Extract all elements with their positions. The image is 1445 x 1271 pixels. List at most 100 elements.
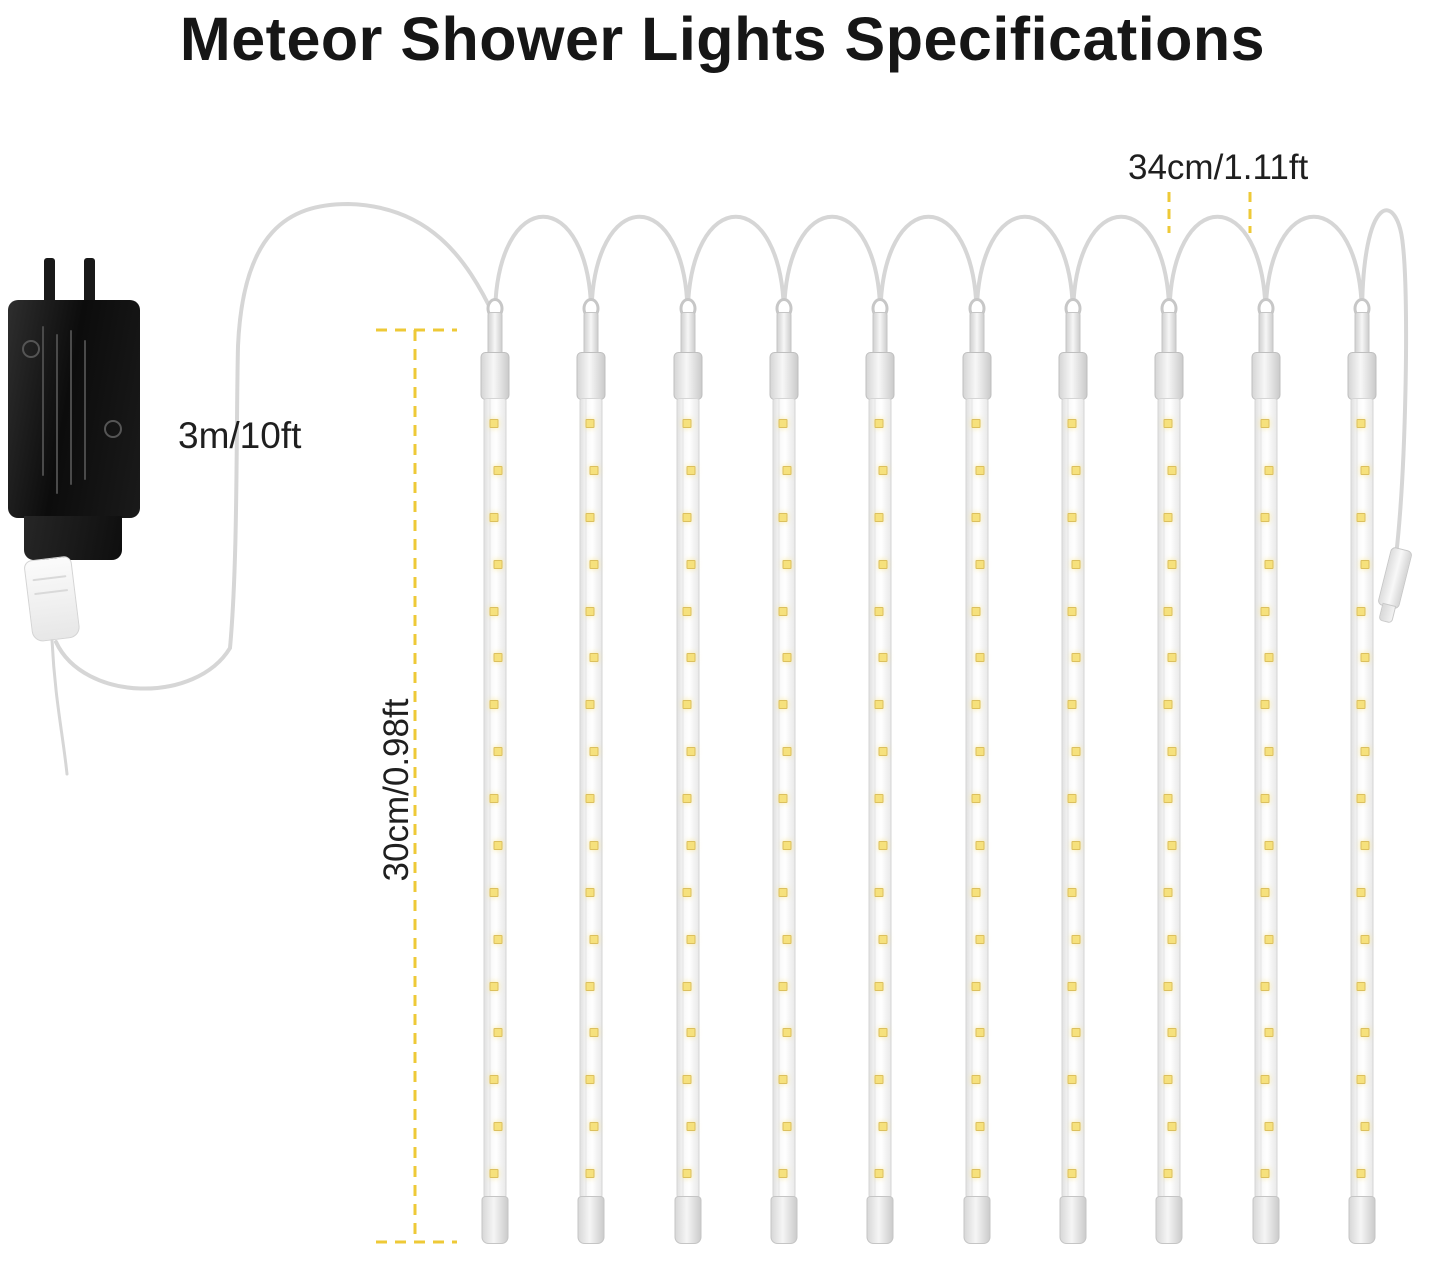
tube-cap-bottom bbox=[770, 1196, 798, 1244]
led-chip bbox=[585, 794, 595, 803]
led-chip bbox=[1264, 653, 1274, 662]
tube-cap-top bbox=[962, 352, 992, 400]
led-chip bbox=[1163, 982, 1173, 991]
led-chip bbox=[782, 841, 792, 850]
led-chip bbox=[1360, 653, 1370, 662]
led-chip bbox=[585, 982, 595, 991]
certification-mark-icon bbox=[104, 420, 122, 438]
led-chip bbox=[778, 888, 788, 897]
tube-neck bbox=[776, 312, 792, 356]
led-chip bbox=[1071, 560, 1081, 569]
led-chip bbox=[971, 419, 981, 428]
led-chip bbox=[682, 607, 692, 616]
page-title: Meteor Shower Lights Specifications bbox=[179, 5, 1266, 73]
led-chip bbox=[585, 888, 595, 897]
led-chip bbox=[1167, 1122, 1177, 1131]
led-chip bbox=[975, 841, 985, 850]
led-chip bbox=[878, 560, 888, 569]
adapter-body bbox=[8, 300, 140, 518]
tube-body bbox=[868, 398, 892, 1198]
led-chip bbox=[878, 466, 888, 475]
led-tube bbox=[576, 298, 606, 1244]
tube-cap-top bbox=[865, 352, 895, 400]
led-tube bbox=[1347, 298, 1377, 1244]
tube-length-measure-ticks bbox=[376, 328, 457, 1244]
led-chip bbox=[682, 982, 692, 991]
plug-prong-right bbox=[84, 258, 95, 306]
tube-cap-top bbox=[1347, 352, 1377, 400]
led-chip bbox=[1167, 466, 1177, 475]
led-chip bbox=[585, 700, 595, 709]
tube-neck bbox=[1161, 312, 1177, 356]
led-chip bbox=[1356, 982, 1366, 991]
power-adapter bbox=[8, 258, 140, 658]
connector-ridge bbox=[32, 575, 67, 582]
led-chip bbox=[1163, 607, 1173, 616]
led-chip bbox=[1260, 607, 1270, 616]
led-chip bbox=[1071, 653, 1081, 662]
tube-body bbox=[1157, 398, 1181, 1198]
led-chip bbox=[782, 560, 792, 569]
led-chip bbox=[489, 888, 499, 897]
led-chip bbox=[589, 747, 599, 756]
tube-cap-bottom bbox=[1348, 1196, 1376, 1244]
led-chip bbox=[1071, 841, 1081, 850]
led-chip bbox=[874, 700, 884, 709]
led-chip bbox=[493, 653, 503, 662]
led-chip bbox=[778, 607, 788, 616]
led-chip bbox=[1356, 888, 1366, 897]
led-chip bbox=[975, 466, 985, 475]
led-chip bbox=[778, 1169, 788, 1178]
led-chip bbox=[1260, 1169, 1270, 1178]
led-chip bbox=[1163, 888, 1173, 897]
led-chip bbox=[778, 513, 788, 522]
led-chip bbox=[874, 794, 884, 803]
led-chip bbox=[782, 747, 792, 756]
led-chip bbox=[1067, 419, 1077, 428]
led-chip bbox=[686, 560, 696, 569]
tube-cap-bottom bbox=[674, 1196, 702, 1244]
tube-body bbox=[483, 398, 507, 1198]
led-chip bbox=[874, 1169, 884, 1178]
led-chip bbox=[874, 419, 884, 428]
tube-cap-bottom bbox=[866, 1196, 894, 1244]
led-chip bbox=[971, 1169, 981, 1178]
led-chip bbox=[1360, 935, 1370, 944]
led-chip bbox=[1360, 1028, 1370, 1037]
led-chip bbox=[1167, 841, 1177, 850]
tube-neck bbox=[487, 312, 503, 356]
measurement-lines bbox=[376, 192, 1252, 1244]
tube-cap-bottom bbox=[1252, 1196, 1280, 1244]
tube-cap-top bbox=[673, 352, 703, 400]
tube-cap-top bbox=[1154, 352, 1184, 400]
led-chip bbox=[782, 1122, 792, 1131]
led-chip bbox=[971, 794, 981, 803]
led-chip bbox=[1163, 1169, 1173, 1178]
led-chip bbox=[1264, 747, 1274, 756]
tube-spacing-label: 34cm/1.11ft bbox=[1128, 148, 1309, 187]
led-chip bbox=[682, 1169, 692, 1178]
led-chip bbox=[1260, 794, 1270, 803]
tube-body bbox=[965, 398, 989, 1198]
led-chip bbox=[1264, 1028, 1274, 1037]
string-wire bbox=[54, 201, 1409, 691]
led-chip bbox=[585, 1075, 595, 1084]
led-chip bbox=[874, 513, 884, 522]
cord-length-label: 3m/10ft bbox=[178, 415, 302, 456]
led-chip bbox=[1067, 700, 1077, 709]
led-chip bbox=[878, 935, 888, 944]
tube-cap-top bbox=[480, 352, 510, 400]
led-chip bbox=[971, 700, 981, 709]
tube-body bbox=[1350, 398, 1374, 1198]
led-chip bbox=[1071, 1122, 1081, 1131]
tube-neck bbox=[1258, 312, 1274, 356]
led-chip bbox=[1067, 888, 1077, 897]
led-chip bbox=[489, 513, 499, 522]
led-chip bbox=[1360, 841, 1370, 850]
spacing-measure-ticks bbox=[1167, 192, 1252, 233]
led-chip bbox=[1360, 466, 1370, 475]
led-chip bbox=[682, 794, 692, 803]
led-chip bbox=[1260, 419, 1270, 428]
tube-cap-bottom bbox=[1059, 1196, 1087, 1244]
connector-ridge bbox=[34, 588, 69, 596]
